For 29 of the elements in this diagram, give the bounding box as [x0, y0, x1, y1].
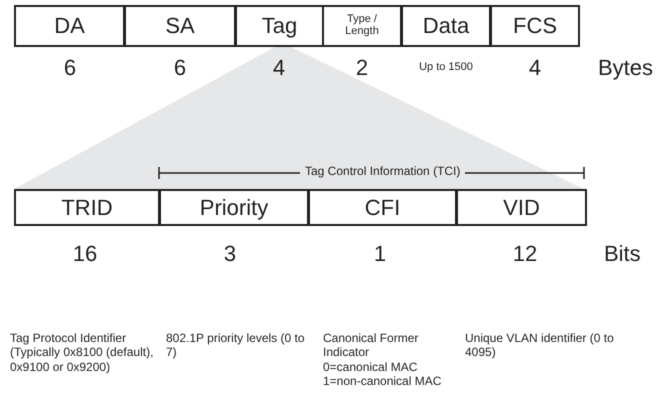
field-box: Priority: [159, 189, 309, 226]
field-box: FCS: [490, 5, 580, 47]
field-box: Tag: [235, 5, 324, 47]
field-box: TRID: [14, 189, 160, 226]
bit-count: 12: [512, 241, 538, 268]
byte-count: 6: [172, 55, 188, 82]
field-box: Data: [401, 5, 491, 47]
byte-count: 2: [354, 55, 370, 82]
bracket-label: Tag Control Information (TCI): [300, 164, 466, 178]
byte-count: Up to 1500: [418, 61, 474, 74]
field-box: DA: [14, 5, 125, 47]
field-description: 802.1P priority levels (0 to 7): [166, 331, 306, 360]
field-description: Unique VLAN identifier (0 to 4095): [465, 331, 615, 360]
byte-count: 4: [272, 55, 286, 82]
field-description: Tag Protocol Identifier (Typically 0x8100 (default), 0x9100 or 0x9200): [10, 331, 154, 374]
field-box: Type / Length: [322, 5, 402, 47]
byte-count: 6: [62, 55, 78, 82]
field-box: CFI: [308, 189, 457, 226]
field-box: VID: [456, 189, 587, 226]
bit-count: 3: [222, 241, 238, 268]
field-description: 1=non-canonical MAC: [323, 374, 442, 388]
field-box: SA: [124, 5, 236, 47]
unit-label: Bytes: [598, 55, 654, 82]
byte-count: 4: [528, 55, 542, 82]
unit-label: Bits: [604, 241, 642, 268]
field-description: 0=canonical MAC: [323, 360, 418, 374]
bit-count: 16: [72, 241, 98, 268]
bit-count: 1: [372, 241, 388, 268]
field-description: Canonical Former Indicator: [323, 331, 420, 360]
